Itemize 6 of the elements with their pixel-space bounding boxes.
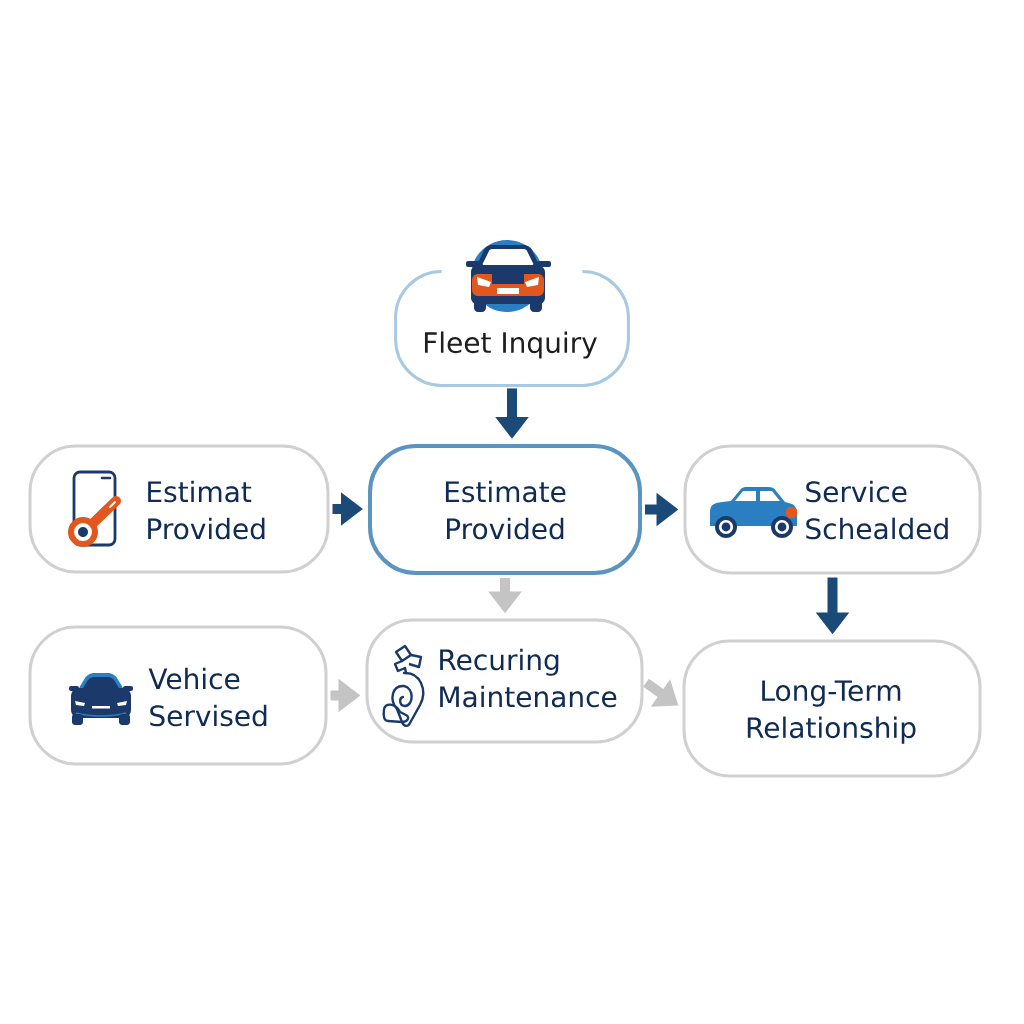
process-box: Recuring Maintenance (365, 618, 644, 744)
process-box: Estimat Provided (28, 444, 330, 574)
process-box: Service Schealded (683, 444, 982, 575)
process-box: Long-Term Relationship (682, 639, 982, 778)
process-box: Estimate Provided (368, 444, 642, 575)
process-box: Vehice Servised (28, 625, 328, 766)
